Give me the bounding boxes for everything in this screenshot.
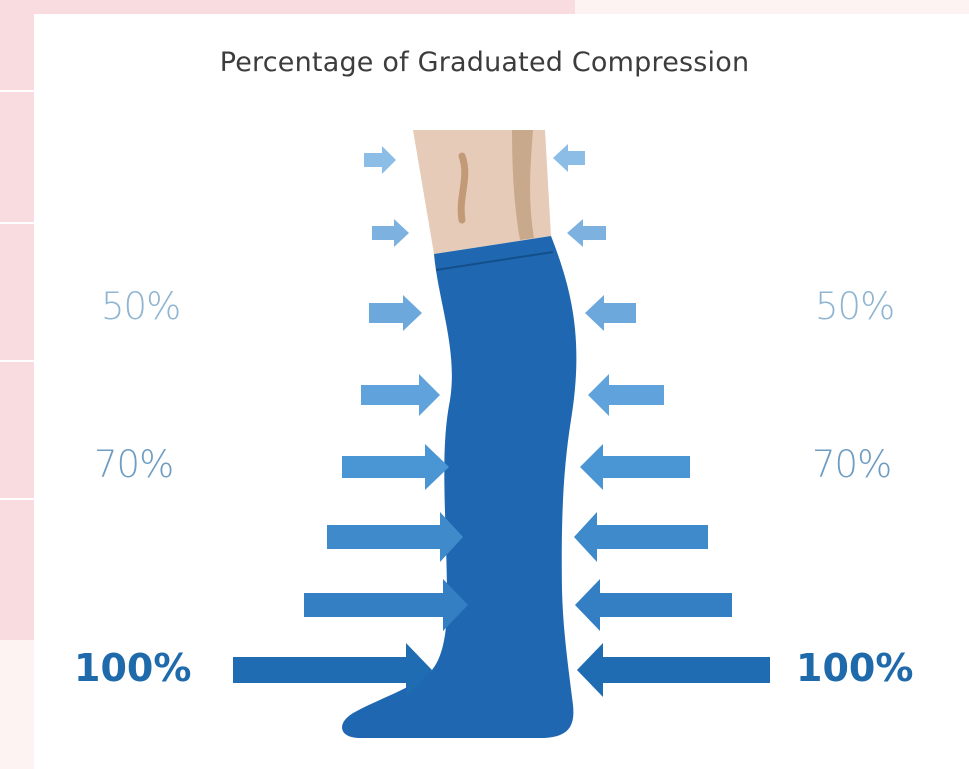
background-strip — [0, 0, 34, 640]
background-divider — [0, 90, 34, 92]
label-50-right: 50% — [815, 285, 895, 328]
arrow-icon — [304, 579, 468, 631]
arrow-icon — [233, 643, 432, 697]
label-100-right: 100% — [796, 646, 914, 690]
arrow-icon — [585, 295, 636, 331]
arrow-icon — [567, 219, 606, 247]
label-70-left: 70% — [94, 443, 174, 486]
arrow-icon — [372, 219, 409, 247]
knee-shadow — [512, 130, 534, 240]
arrow-icon — [577, 643, 770, 697]
stocking-band — [435, 251, 554, 271]
arrows-left — [233, 146, 468, 697]
label-70-right: 70% — [812, 443, 892, 486]
arrow-icon — [553, 144, 585, 172]
arrow-icon — [327, 512, 463, 562]
arrow-icon — [588, 374, 664, 416]
label-100-left: 100% — [74, 646, 192, 690]
arrow-icon — [369, 295, 422, 331]
label-50-left: 50% — [101, 285, 181, 328]
background-divider — [0, 360, 34, 362]
background-divider — [0, 222, 34, 224]
arrow-icon — [361, 374, 440, 416]
vein-mark — [457, 152, 469, 224]
arrow-icon — [574, 512, 708, 562]
background-divider — [0, 498, 34, 500]
arrows-right — [553, 144, 770, 697]
arrow-icon — [342, 444, 449, 490]
diagram-title: Percentage of Graduated Compression — [219, 47, 750, 78]
arrow-icon — [580, 444, 690, 490]
background-strip — [0, 0, 575, 14]
arrow-icon — [575, 579, 732, 631]
compression-stocking — [342, 236, 577, 738]
arrow-icon — [364, 146, 396, 174]
